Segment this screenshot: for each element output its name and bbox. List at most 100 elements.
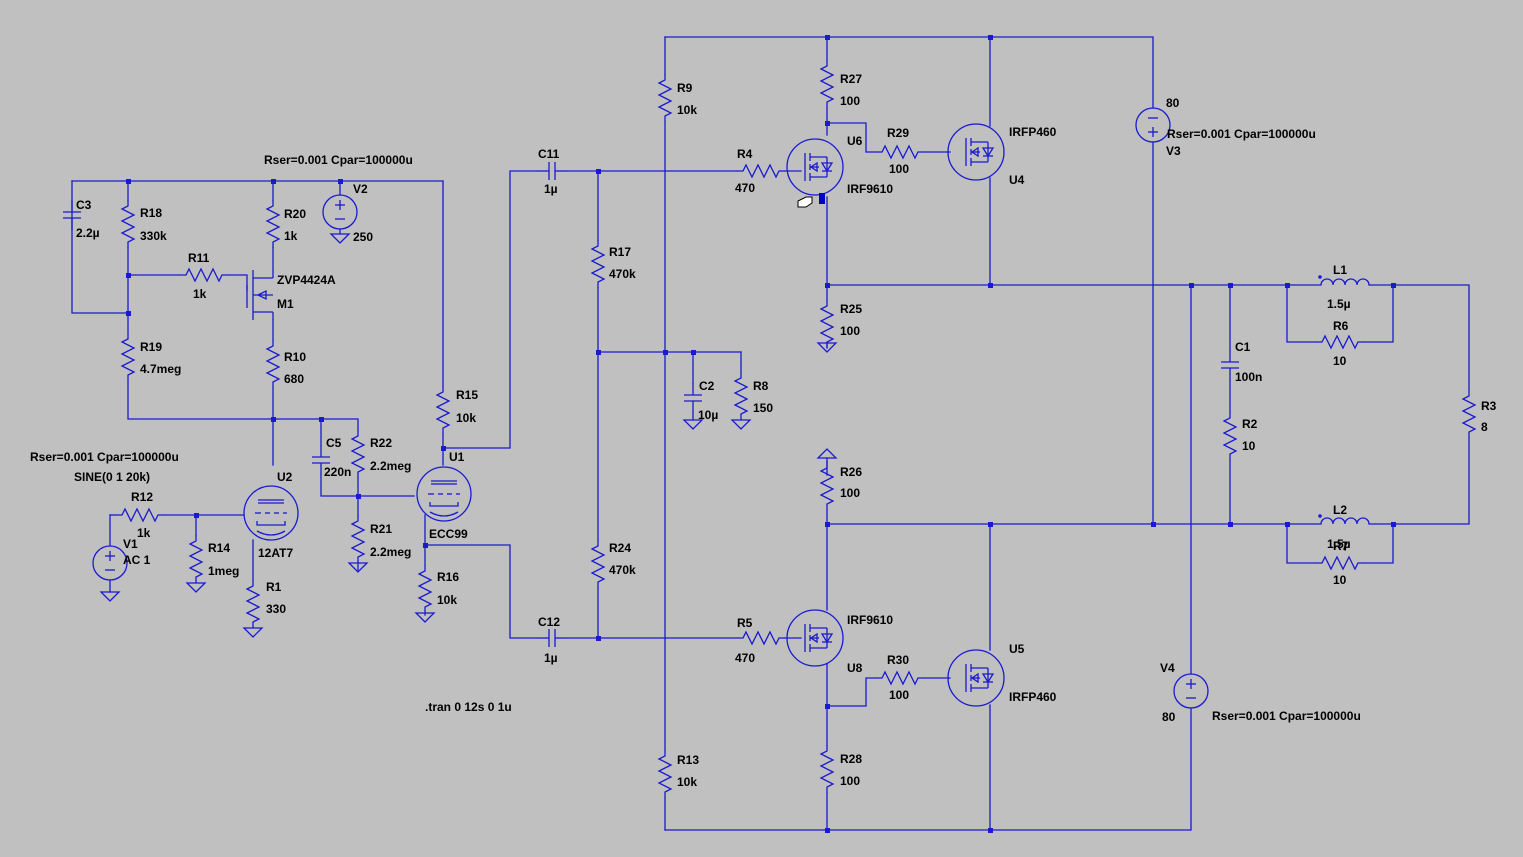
capacitor-c11-symbol[interactable] xyxy=(536,161,568,181)
u8-ref: U8 xyxy=(847,661,863,675)
c1-ref: C1 xyxy=(1235,340,1251,354)
c2-value: 10µ xyxy=(698,408,718,422)
l2-ref: L2 xyxy=(1333,503,1347,517)
r1-value: 330 xyxy=(266,602,286,616)
u2-value: 12AT7 xyxy=(258,546,293,560)
resistor-r4-symbol[interactable] xyxy=(736,164,786,178)
r19-ref: R19 xyxy=(140,340,162,354)
c3-value: 2.2µ xyxy=(76,226,100,240)
r28-value: 100 xyxy=(840,774,860,788)
mosfet-m1-symbol[interactable] xyxy=(246,270,274,320)
c12-value: 1µ xyxy=(544,651,558,665)
mosfet-u5-symbol[interactable] xyxy=(947,649,1005,707)
spice-directive: .tran 0 12s 0 1u xyxy=(425,700,512,714)
resistor-r17-symbol[interactable] xyxy=(591,239,605,289)
resistor-r5-symbol[interactable] xyxy=(736,631,786,645)
voltage-source-v1-symbol[interactable] xyxy=(92,545,128,581)
r2-value: 10 xyxy=(1242,439,1256,453)
v1-params: Rser=0.001 Cpar=100000u xyxy=(30,450,179,464)
l2-value: 1.5µ xyxy=(1327,537,1351,551)
m1-ref: M1 xyxy=(277,297,294,311)
u5-ref: U5 xyxy=(1009,642,1025,656)
r17-value: 470k xyxy=(609,267,636,281)
resistor-r29-symbol[interactable] xyxy=(875,145,925,159)
r3-value: 8 xyxy=(1481,420,1488,434)
r9-value: 10k xyxy=(677,103,697,117)
resistor-r28-symbol[interactable] xyxy=(820,744,834,794)
r11-value: 1k xyxy=(193,287,207,301)
v2-params: Rser=0.001 Cpar=100000u xyxy=(264,153,413,167)
u1-value: ECC99 xyxy=(429,527,468,541)
resistor-r3-symbol[interactable] xyxy=(1462,389,1476,439)
resistor-r18-symbol[interactable] xyxy=(121,199,135,249)
mosfet-u6-symbol[interactable] xyxy=(786,138,844,196)
tube-u1-symbol[interactable] xyxy=(416,466,472,522)
ground-v1-icon xyxy=(100,591,120,602)
u4-ref: U4 xyxy=(1009,173,1025,187)
r24-ref: R24 xyxy=(609,541,631,555)
r13-ref: R13 xyxy=(677,753,699,767)
capacitor-c12-symbol[interactable] xyxy=(536,628,568,648)
r25-value: 100 xyxy=(840,324,860,338)
resistor-r11-symbol[interactable] xyxy=(179,268,229,282)
mosfet-u4-symbol[interactable] xyxy=(947,123,1005,181)
resistor-r20-symbol[interactable] xyxy=(266,199,280,249)
v2-ref: V2 xyxy=(353,182,368,196)
resistor-r1-symbol[interactable] xyxy=(246,579,260,629)
v2-value: 250 xyxy=(353,230,373,244)
r14-value: 1meg xyxy=(208,564,239,578)
r30-value: 100 xyxy=(889,688,909,702)
tube-u2-symbol[interactable] xyxy=(243,485,299,541)
c12-ref: C12 xyxy=(538,615,560,629)
resistor-r7-symbol[interactable] xyxy=(1315,556,1365,570)
r6-value: 10 xyxy=(1333,354,1347,368)
r15-value: 10k xyxy=(456,411,476,425)
resistor-r22-symbol[interactable] xyxy=(351,429,365,479)
u8-value: IRF9610 xyxy=(847,613,893,627)
r25-ref: R25 xyxy=(840,302,862,316)
ground-r8-icon xyxy=(731,419,751,430)
v1-extra: SINE(0 1 20k) xyxy=(74,470,150,484)
r2-ref: R2 xyxy=(1242,417,1258,431)
m1-value: ZVP4424A xyxy=(277,273,336,287)
resistor-r13-symbol[interactable] xyxy=(658,749,672,799)
r27-value: 100 xyxy=(840,94,860,108)
r18-value: 330k xyxy=(140,229,167,243)
u2-ref: U2 xyxy=(277,470,293,484)
resistor-r19-symbol[interactable] xyxy=(121,332,135,382)
resistor-r27-symbol[interactable] xyxy=(820,59,834,109)
u1-ref: U1 xyxy=(449,450,465,464)
resistor-r6-symbol[interactable] xyxy=(1315,335,1365,349)
ground-r14-icon xyxy=(186,582,206,593)
u6-value: IRF9610 xyxy=(847,182,893,196)
resistor-r10-symbol[interactable] xyxy=(266,339,280,389)
v4-params: Rser=0.001 Cpar=100000u xyxy=(1212,709,1361,723)
resistor-r14-symbol[interactable] xyxy=(189,534,203,584)
resistor-r25-symbol[interactable] xyxy=(820,299,834,349)
ground-r1-icon xyxy=(243,627,263,638)
r30-ref: R30 xyxy=(887,653,909,667)
resistor-r21-symbol[interactable] xyxy=(351,514,365,564)
c11-value: 1µ xyxy=(544,182,558,196)
r16-ref: R16 xyxy=(437,570,459,584)
c2-ref: C2 xyxy=(699,379,715,393)
resistor-r9-symbol[interactable] xyxy=(658,73,672,123)
r24-value: 470k xyxy=(609,563,636,577)
r3-ref: R3 xyxy=(1481,399,1497,413)
voltage-source-v3-symbol[interactable] xyxy=(1135,107,1171,143)
u6-ref: U6 xyxy=(847,134,863,148)
voltage-source-v4-symbol[interactable] xyxy=(1173,673,1209,709)
resistor-r30-symbol[interactable] xyxy=(875,671,925,685)
r4-ref: R4 xyxy=(737,147,753,161)
resistor-r15-symbol[interactable] xyxy=(436,385,450,435)
voltage-source-v2-symbol[interactable] xyxy=(322,194,358,230)
resistor-r24-symbol[interactable] xyxy=(591,539,605,589)
resistor-r12-symbol[interactable] xyxy=(115,508,165,522)
resistor-r8-symbol[interactable] xyxy=(734,371,748,421)
resistor-r16-symbol[interactable] xyxy=(418,564,432,614)
resistor-r2-symbol[interactable] xyxy=(1223,411,1237,461)
v1-ref: V1 xyxy=(123,537,138,551)
r7-value: 10 xyxy=(1333,573,1347,587)
ground-r26-icon xyxy=(816,448,838,463)
